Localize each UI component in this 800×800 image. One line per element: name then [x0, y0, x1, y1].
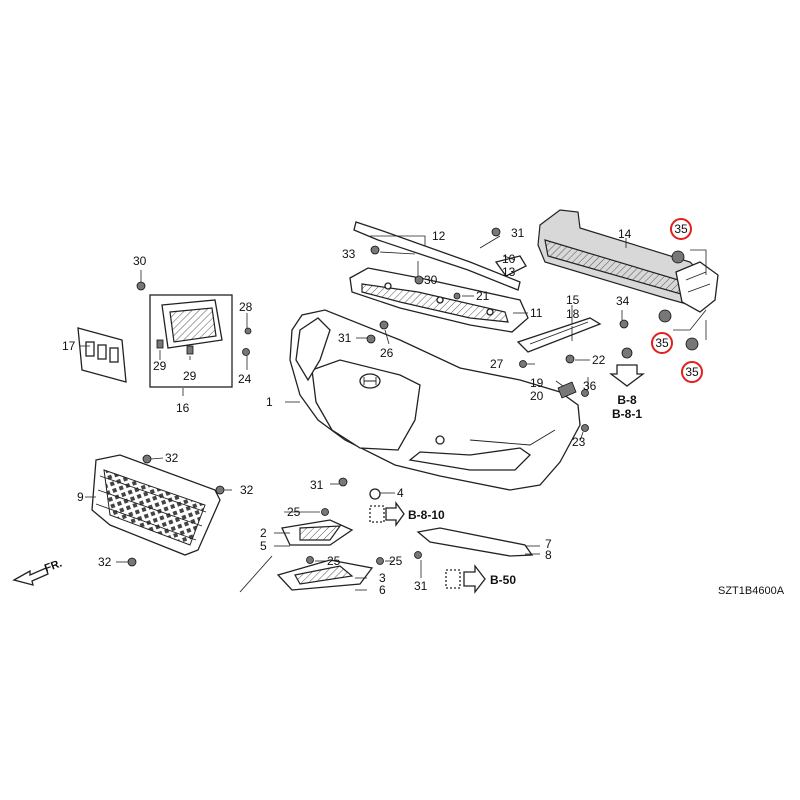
callout-28: 28: [239, 300, 253, 314]
callout-11: 11: [530, 306, 543, 320]
fog-garnish-upper: [281, 519, 354, 546]
callout-2: 2: [260, 526, 267, 540]
front-direction-arrow: FR.: [12, 557, 64, 586]
callout-31-b: 31: [511, 226, 525, 240]
license-plate-bracket-group: [149, 294, 233, 388]
callout-35-bottom: 35: [685, 365, 699, 379]
callout-36: 36: [583, 379, 597, 393]
callout-24: 24: [238, 372, 252, 386]
callout-22: 22: [592, 353, 606, 367]
highlight-circle-35-top: [670, 218, 692, 240]
callout-21: 21: [476, 289, 490, 303]
callout-13: 13: [502, 265, 516, 279]
callout-8: 8: [545, 548, 552, 562]
side-bracket-15-18: [516, 317, 602, 353]
highlight-markers: [651, 218, 703, 383]
callout-15: 15: [566, 293, 580, 307]
callout-30-b: 30: [424, 273, 438, 287]
ref-arrow-b8: B-8 B-8-1: [609, 364, 645, 421]
callout-25-c: 25: [389, 554, 403, 568]
callout-33: 33: [342, 247, 356, 261]
ref-arrow-b810: B-8-10: [369, 501, 445, 527]
ref-label-b8-1: B-8-1: [612, 407, 642, 421]
callout-16: 16: [176, 401, 190, 415]
divider-line: [239, 555, 273, 593]
front-bumper-face: [289, 309, 581, 491]
callout-29-b: 29: [183, 369, 197, 383]
callout-26: 26: [380, 346, 394, 360]
callout-18: 18: [566, 307, 580, 321]
ref-label-b50: B-50: [490, 573, 516, 587]
callout-31-c: 31: [310, 478, 324, 492]
callout-32-a: 32: [165, 451, 179, 465]
callout-5: 5: [260, 539, 267, 553]
callout-31-d: 31: [414, 579, 428, 593]
license-plate: [77, 327, 127, 383]
bracket-13: [494, 255, 527, 277]
leader-lines: [80, 235, 707, 591]
callout-27: 27: [490, 357, 504, 371]
callout-20: 20: [530, 389, 544, 403]
ref-label-b8: B-8: [617, 393, 637, 407]
callout-29-a: 29: [153, 359, 167, 373]
bumper-reinforcement-beam: [537, 209, 719, 313]
callout-labels: 1 2 5 3 6 4 7 8 9 10 11 12 13 14 15 16 1…: [62, 222, 699, 597]
callout-34: 34: [616, 294, 630, 308]
lower-grille: [91, 454, 221, 556]
callout-31-a: 31: [338, 331, 352, 345]
callout-17: 17: [62, 339, 76, 353]
highlight-circle-35-middle: [651, 332, 673, 354]
callout-14: 14: [618, 227, 632, 241]
callout-7: 7: [545, 537, 552, 551]
callout-32-b: 32: [240, 483, 254, 497]
direction-label: FR.: [43, 557, 64, 574]
diagram-code: SZT1B4600A: [718, 585, 785, 597]
callout-25-a: 25: [287, 505, 301, 519]
highlight-circle-35-bottom: [681, 361, 703, 383]
callout-6: 6: [379, 583, 386, 597]
fog-garnish-lower: [276, 559, 374, 591]
callout-35-middle: 35: [655, 336, 669, 350]
upper-molding-strip: [353, 221, 521, 291]
callout-10: 10: [502, 252, 516, 266]
callout-35-top: 35: [674, 222, 688, 236]
callout-3: 3: [379, 571, 386, 585]
callout-4: 4: [397, 486, 404, 500]
upper-bumper-support: [349, 267, 529, 333]
callout-1: 1: [266, 395, 273, 409]
callout-25-b: 25: [327, 554, 341, 568]
callout-32-c: 32: [98, 555, 112, 569]
callout-9: 9: [77, 490, 84, 504]
ref-arrow-b50: B-50: [445, 564, 516, 594]
callout-23: 23: [572, 435, 586, 449]
callout-30-a: 30: [133, 254, 147, 268]
lower-molding-strip: [416, 527, 534, 557]
callout-12: 12: [432, 229, 446, 243]
ref-label-b8-10: B-8-10: [408, 508, 445, 522]
callout-19: 19: [530, 376, 544, 390]
